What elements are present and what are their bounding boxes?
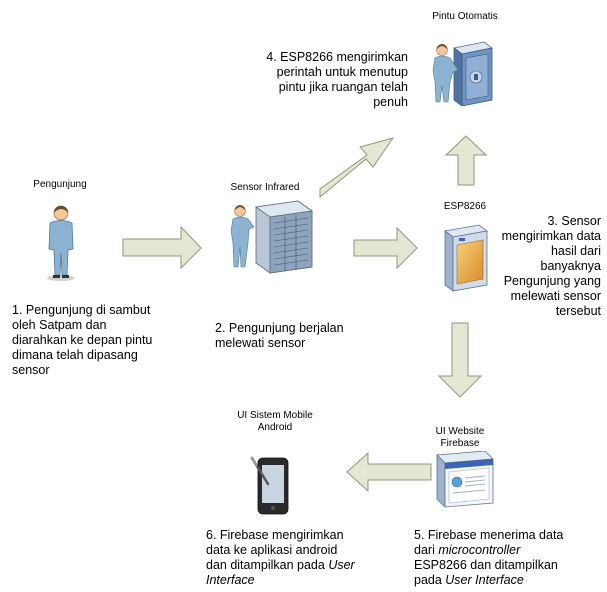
step-4-text: 4. ESP8266 mengirimkan perintah untuk me… [248, 50, 408, 110]
step-3-line: mengirimkan data [501, 229, 601, 243]
step-6-emphasis: Interface [206, 573, 255, 587]
step-6-text-part: dan ditampilkan pada [206, 558, 329, 572]
node-label-pintu: Pintu Otomatis [432, 11, 498, 22]
mobile-label-line1: UI Sistem Mobile [237, 410, 313, 421]
esp8266-box-icon [444, 224, 488, 292]
step-1-line: oleh Satpam dan [12, 318, 107, 332]
step-5-text: 5. Firebase menerima data dari microcont… [414, 528, 563, 588]
step-2-line: melewati sensor [215, 336, 306, 350]
node-label-website: UI Website Firebase [420, 426, 500, 450]
step-5-text-part: pada [414, 573, 446, 587]
step-3-line: melewati sensor [510, 289, 601, 303]
step-1-text: 1. Pengunjung di sambut oleh Satpam dan … [12, 303, 152, 378]
step-2-text: 2. Pengunjung berjalan melewati sensor [215, 321, 344, 351]
step-3-line: Pengunjung yang [503, 274, 601, 288]
step-5-text-part: dari [414, 543, 439, 557]
step-6-line: dan ditampilkan pada User [206, 558, 355, 573]
step-3-line: banyaknya [540, 259, 601, 273]
node-label-pengunjung: Pengunjung [33, 179, 87, 190]
step-2-line: 2. Pengunjung berjalan [215, 321, 344, 335]
website-browser-icon [436, 451, 494, 508]
step-5-emphasis: User Interface [445, 573, 524, 587]
arrow-sensor-to-esp [353, 226, 418, 270]
node-label-esp: ESP8266 [443, 201, 487, 212]
door-icon [432, 41, 493, 106]
arrow-esp-to-door [444, 135, 488, 186]
step-5-line: 5. Firebase menerima data [414, 528, 564, 542]
node-label-mobile: UI Sistem Mobile Android [220, 410, 330, 434]
step-5-line: ESP8266 dan ditampilkan [414, 558, 558, 572]
arrow-website-to-mobile [346, 451, 432, 493]
step-6-emphasis: User [328, 558, 355, 572]
step-6-text: 6. Firebase mengirimkan data ke aplikasi… [206, 528, 355, 588]
arrow-visitor-to-sensor [122, 225, 202, 270]
step-3-line: hasil dari [550, 244, 601, 258]
arrow-sensor-to-door [319, 137, 395, 199]
step-6-line: Interface [206, 573, 355, 588]
step-4-line: penuh [373, 95, 408, 109]
step-1-line: dimana telah dipasang [12, 348, 138, 362]
step-6-line: data ke aplikasi android [206, 543, 338, 557]
website-label-line1: UI Website [435, 426, 485, 437]
step-5-emphasis: microcontroller [438, 543, 521, 557]
step-1-line: 1. Pengunjung di sambut [12, 303, 151, 317]
step-4-line: pintu jika ruangan telah [278, 80, 408, 94]
step-3-line: 3. Sensor [547, 214, 601, 228]
website-label-line2: Firebase [440, 438, 480, 449]
node-label-sensor: Sensor Infrared [230, 182, 300, 193]
sensor-rack-icon [230, 200, 314, 274]
mobile-label-line2: Android [257, 422, 293, 433]
arrow-esp-to-website [437, 322, 483, 398]
step-4-line: 4. ESP8266 mengirimkan [266, 50, 408, 64]
step-5-line: pada User Interface [414, 573, 563, 588]
mobile-device-icon [250, 456, 289, 515]
step-1-line: diarahkan ke depan pintu [12, 333, 153, 347]
step-1-line: sensor [12, 363, 50, 377]
person-icon [47, 205, 75, 281]
step-6-line: 6. Firebase mengirimkan [206, 528, 344, 542]
step-3-line: tersebut [555, 304, 601, 318]
step-3-text: 3. Sensor mengirimkan data hasil dari ba… [489, 214, 601, 319]
step-5-line: dari microcontroller [414, 543, 563, 558]
step-4-line: perintah untuk menutup [276, 65, 408, 79]
